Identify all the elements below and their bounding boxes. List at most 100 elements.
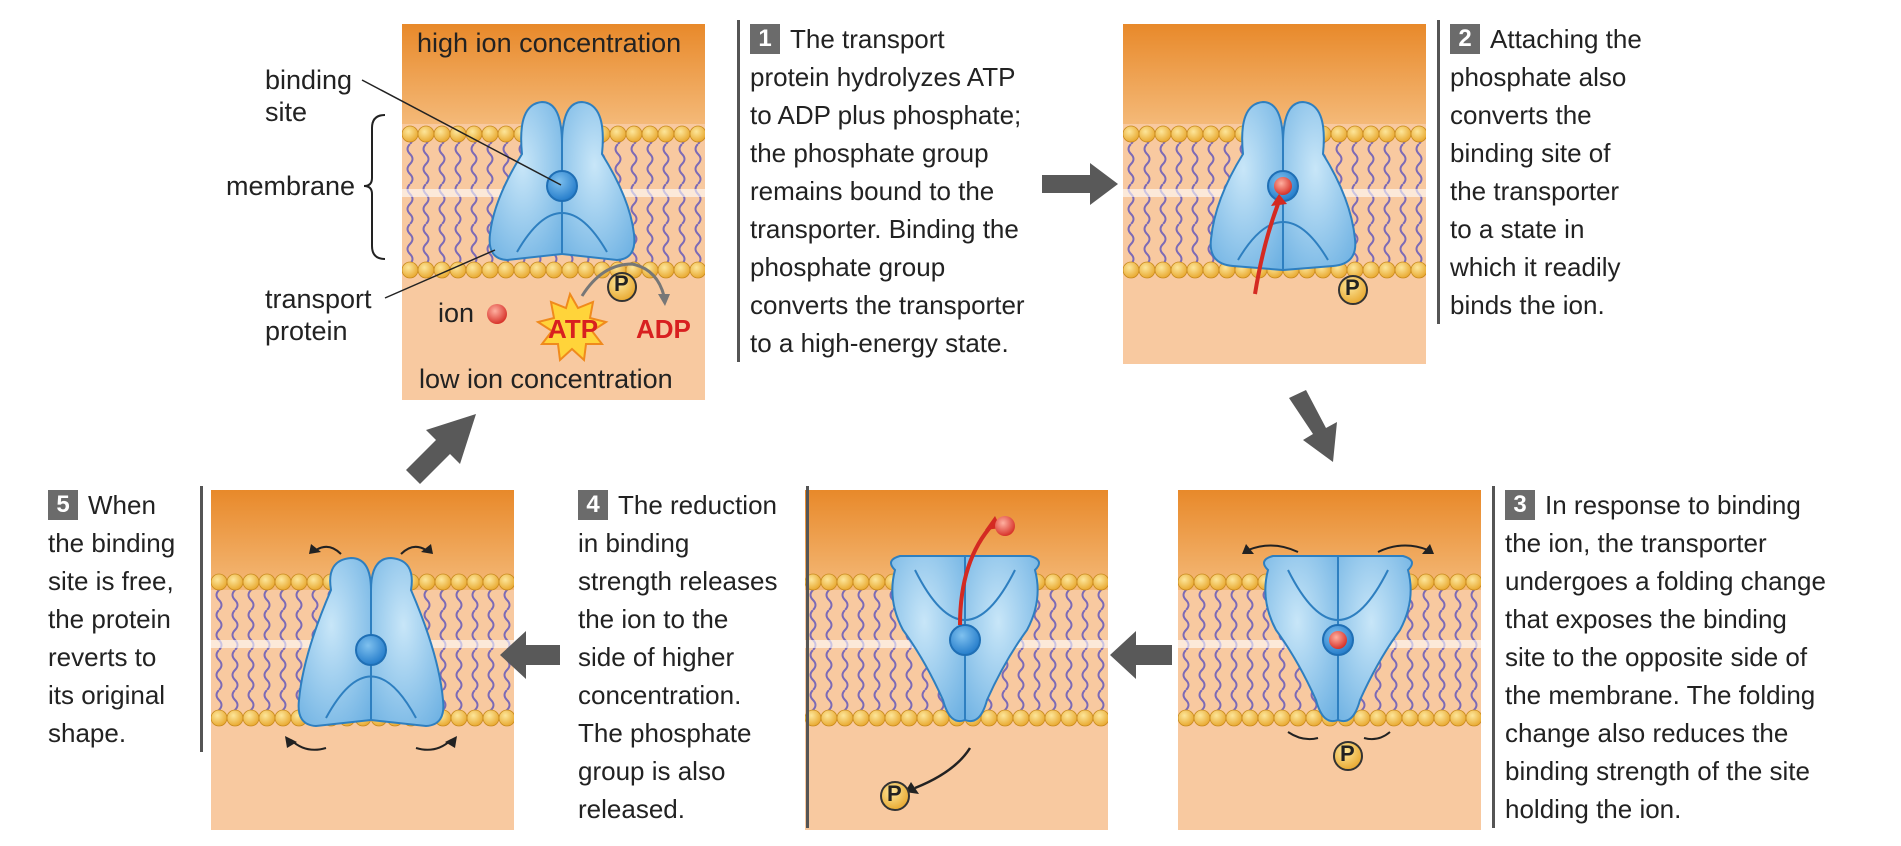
flow-arrow-2-to-3-icon (1289, 390, 1337, 462)
lipid-head (545, 261, 563, 279)
lipid-head (561, 261, 579, 279)
step-2-line: converts the (1450, 100, 1592, 130)
binding-site (949, 624, 981, 656)
step-4-line: The reduction (618, 490, 777, 520)
lipid-head (274, 573, 292, 591)
lipid-head (529, 261, 547, 279)
lipid-head (481, 261, 499, 279)
lipid-head (852, 573, 870, 591)
step-5-line: the protein (48, 604, 171, 634)
lipid-head (980, 709, 998, 727)
lipid-head (450, 709, 468, 727)
lipid-head (1394, 125, 1412, 143)
lipid-head (1154, 125, 1172, 143)
step-4-line: strength releases (578, 566, 778, 596)
lipid-head (1417, 573, 1435, 591)
panel-step-5 (211, 490, 514, 830)
step-2-line: binding site of (1450, 138, 1611, 168)
lipid-head (1369, 709, 1387, 727)
lipid-head (402, 261, 419, 279)
lipid-head (449, 125, 467, 143)
lipid-head (226, 573, 244, 591)
lipid-head (497, 125, 515, 143)
lipid-head (1305, 709, 1323, 727)
step-5-line: reverts to (48, 642, 157, 672)
lipid-head (1044, 709, 1062, 727)
lipid-head (1044, 573, 1062, 591)
ion-label: ion (438, 298, 475, 328)
step-5-line: the binding (48, 528, 176, 558)
step-3-line: the membrane. The folding (1505, 680, 1816, 710)
step-4-line: The phosphate (578, 718, 752, 748)
lipid-head (1060, 573, 1078, 591)
ion-icon (487, 304, 507, 324)
lipid-head (1353, 709, 1371, 727)
step-3-line: In response to binding (1545, 490, 1801, 520)
lipid-head (1410, 125, 1426, 143)
lipid-head (625, 125, 643, 143)
lipid-head (836, 709, 854, 727)
step-2-line: to a state in (1450, 214, 1585, 244)
flow-arrow-1-to-2-icon (1042, 163, 1118, 205)
lipid-head (1417, 709, 1435, 727)
step-4-number: 4 (578, 490, 608, 520)
high-concentration-label: high ion concentration (417, 28, 682, 58)
step-2-line: phosphate also (1450, 62, 1627, 92)
lipid-head (1209, 573, 1227, 591)
panel-step-2: P (1123, 24, 1426, 364)
lipid-head (465, 261, 483, 279)
step-1-line: to ADP plus phosphate; (750, 100, 1022, 130)
lipid-head (657, 261, 675, 279)
lipid-head (1186, 261, 1204, 279)
step-3-line: binding strength of the site (1505, 756, 1810, 786)
step-2-line: Attaching the (1490, 24, 1642, 54)
lipid-head (465, 125, 483, 143)
ion-icon (1329, 631, 1347, 649)
lipid-head (1289, 709, 1307, 727)
lipid-head (1378, 261, 1396, 279)
lipid-head (417, 261, 435, 279)
phosphate-label: P (614, 271, 629, 296)
binding-site (355, 634, 387, 666)
lipid-head (689, 261, 705, 279)
lipid-head (1410, 261, 1426, 279)
lipid-head (258, 573, 276, 591)
lipid-head (916, 709, 934, 727)
lipid-head (1465, 709, 1481, 727)
atp-burst-icon (535, 291, 609, 363)
lipid-head (1433, 709, 1451, 727)
step-3-line: holding the ion. (1505, 794, 1682, 824)
lipid-head (482, 709, 500, 727)
lipid-head (1330, 125, 1348, 143)
lipid-head (1193, 573, 1211, 591)
transport-protein (1209, 100, 1357, 272)
step-1-line: to a high-energy state. (750, 328, 1009, 358)
lipid-head (1385, 709, 1403, 727)
step-3-number: 3 (1505, 490, 1535, 520)
step-5-line: shape. (48, 718, 127, 748)
panel-step-1: high ion concentration low ion concentra… (402, 24, 705, 400)
lipid-head (1060, 709, 1078, 727)
step-4-line: concentration. (578, 680, 742, 710)
panel-step-4: P (805, 490, 1108, 830)
lipid-head (884, 709, 902, 727)
lipid-head (820, 573, 838, 591)
lipid-head (306, 573, 324, 591)
transport-protein-label-line1: transport (265, 284, 372, 314)
lipid-head (1433, 573, 1451, 591)
binding-site (546, 170, 578, 202)
step-4-line: in binding (578, 528, 690, 558)
lipid-head (1362, 125, 1380, 143)
step-5-line: its original (48, 680, 166, 710)
lipid-head (242, 709, 260, 727)
lipid-head (513, 261, 531, 279)
lipid-head (996, 709, 1014, 727)
step-3-line: undergoes a folding change (1505, 566, 1826, 596)
lipid-head (657, 125, 675, 143)
step-1-line: phosphate group (750, 252, 946, 282)
lipid-head (1186, 125, 1204, 143)
lipid-head (1362, 261, 1380, 279)
flow-arrow-5-to-1-icon (406, 414, 476, 484)
lipid-head (498, 709, 514, 727)
